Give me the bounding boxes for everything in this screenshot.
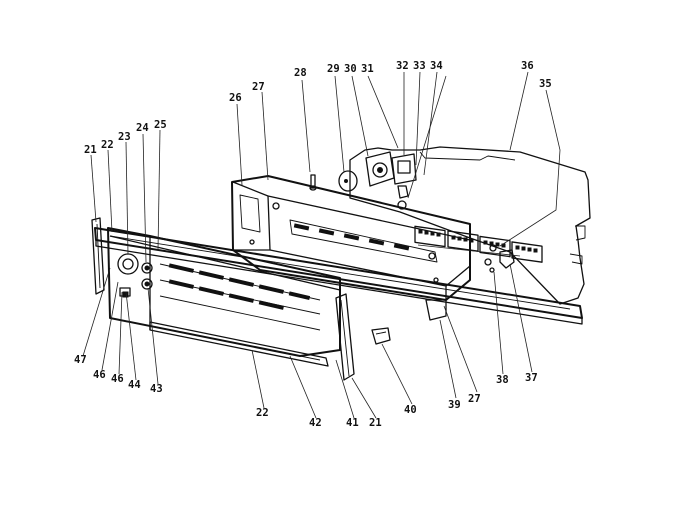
circuit-board <box>349 146 591 305</box>
callout-35: 35 <box>539 78 552 90</box>
leader-lines <box>82 71 561 419</box>
callout-46: 46 <box>93 369 106 381</box>
disc-29 <box>338 170 358 192</box>
front-panel <box>107 227 341 357</box>
bracket-39 <box>425 299 447 321</box>
callout-33: 33 <box>413 60 426 72</box>
callout-44: 44 <box>128 379 141 391</box>
callout-42: 42 <box>309 417 322 429</box>
callout-21: 21 <box>84 144 97 156</box>
callout-28: 28 <box>294 67 307 79</box>
callout-38: 38 <box>496 374 509 386</box>
pin-28 <box>309 174 317 191</box>
callout-labels: 21 22 23 24 25 26 27 28 29 30 31 32 33 3… <box>74 60 552 429</box>
callout-36: 36 <box>521 60 534 72</box>
callout-29: 29 <box>327 63 340 75</box>
callout-40: 40 <box>404 404 417 416</box>
callout-21b: 21 <box>369 417 382 429</box>
foot-40 <box>371 327 391 345</box>
callout-39: 39 <box>448 399 461 411</box>
callout-24: 24 <box>136 122 149 134</box>
callout-31: 31 <box>361 63 374 75</box>
callout-23: 23 <box>118 131 131 143</box>
callout-27: 27 <box>252 81 265 93</box>
end-cap-right <box>335 293 355 381</box>
relay-components <box>365 151 417 210</box>
callout-25: 25 <box>154 119 167 131</box>
housing-26 <box>231 175 471 301</box>
trim-strip <box>149 321 329 367</box>
callout-41: 41 <box>346 417 359 429</box>
callout-32: 32 <box>396 60 409 72</box>
callout-26: 26 <box>229 92 242 104</box>
callout-37: 37 <box>525 372 538 384</box>
callout-34: 34 <box>430 60 443 72</box>
terminal-blocks <box>414 225 543 263</box>
callout-43: 43 <box>150 383 163 395</box>
chassis-panel <box>94 227 583 325</box>
end-cap-left <box>91 217 105 295</box>
callout-27b: 27 <box>468 393 481 405</box>
callout-22b: 22 <box>256 407 269 419</box>
callout-22: 22 <box>101 139 114 151</box>
callout-30: 30 <box>344 63 357 75</box>
callout-47: 47 <box>74 354 87 366</box>
callout-45: 46 <box>111 373 124 385</box>
